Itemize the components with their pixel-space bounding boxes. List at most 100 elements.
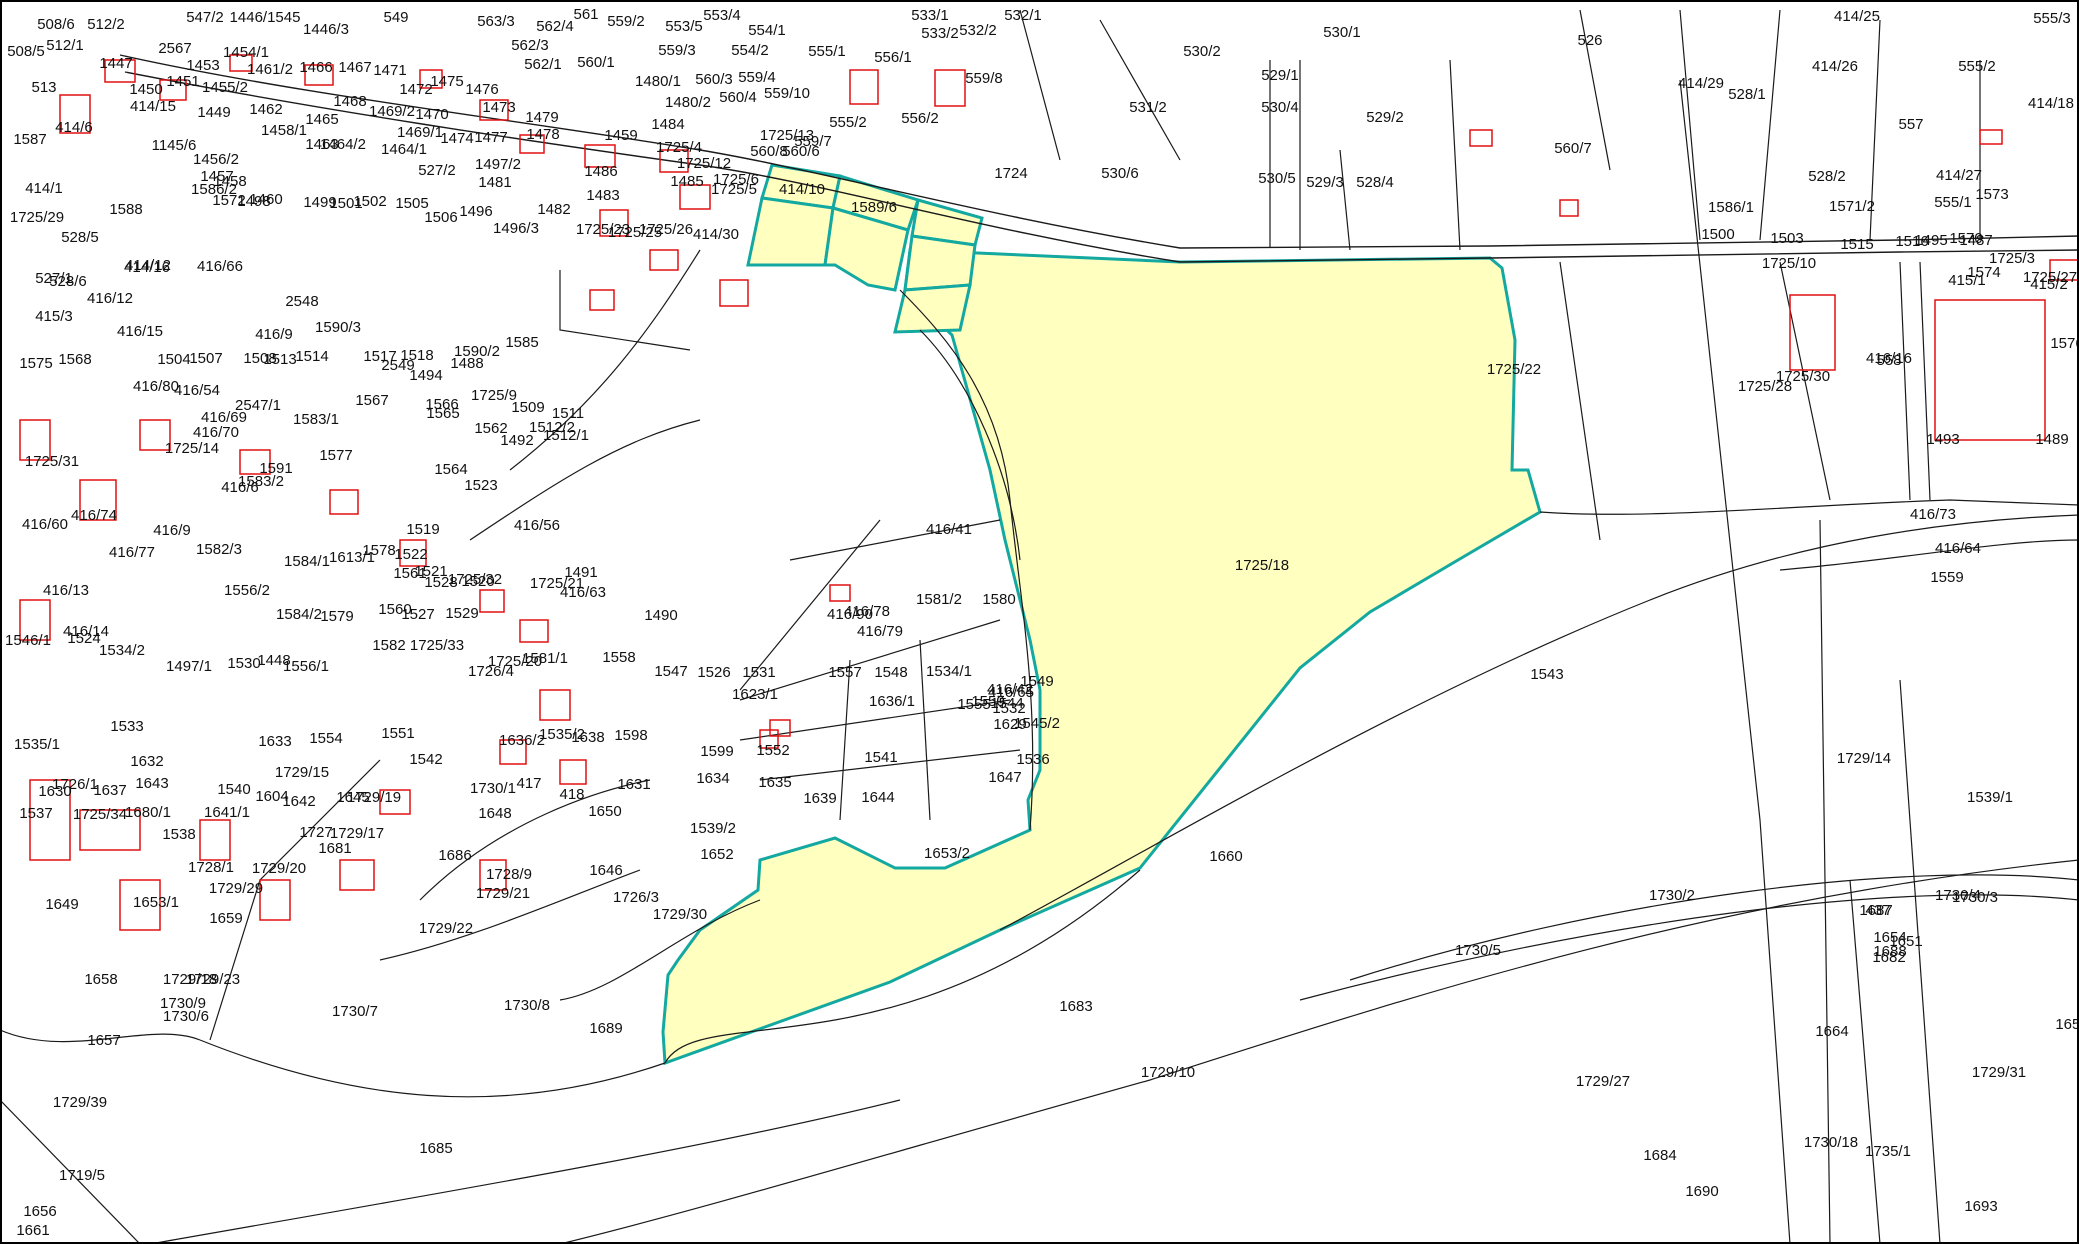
parcel-label[interactable]: 1725/13 xyxy=(760,127,814,144)
parcel-label[interactable]: 1689 xyxy=(589,1020,622,1037)
parcel-label[interactable]: 416/56 xyxy=(514,517,560,534)
parcel-label[interactable]: 1729/22 xyxy=(419,920,473,937)
parcel-label[interactable]: 1565 xyxy=(426,405,459,422)
parcel-label[interactable]: 560/1 xyxy=(577,54,615,71)
parcel-label[interactable]: 1524 xyxy=(67,630,100,647)
parcel-label[interactable]: 1535/2 xyxy=(539,726,585,743)
parcel-label[interactable]: 1511 xyxy=(552,405,584,422)
parcel-label[interactable]: 1725/25 xyxy=(608,224,662,241)
parcel-label[interactable]: 1725/6 xyxy=(713,171,759,188)
parcel-1725-28[interactable] xyxy=(823,206,910,292)
parcel-label[interactable]: 1576 xyxy=(2050,335,2079,352)
parcel-label[interactable]: 549 xyxy=(383,9,408,26)
parcel-label[interactable]: 1725/31 xyxy=(25,453,79,470)
parcel-label[interactable]: 416/6 xyxy=(221,479,259,496)
parcel-label[interactable]: 532/1 xyxy=(1004,7,1042,24)
parcel-label[interactable]: 1541 xyxy=(864,749,897,766)
parcel-label[interactable]: 1729/31 xyxy=(1972,1064,2026,1081)
parcel-label[interactable]: 1729/30 xyxy=(653,906,707,923)
parcel-label[interactable]: 2567 xyxy=(158,40,191,57)
parcel-label[interactable]: 1561 xyxy=(393,565,426,582)
parcel-label[interactable]: 1641/1 xyxy=(204,804,250,821)
parcel-label[interactable]: 1613/1 xyxy=(329,549,375,566)
parcel-label[interactable]: 529/1 xyxy=(1261,67,1299,84)
parcel-label[interactable]: 1501 xyxy=(329,195,362,212)
parcel-1725-30[interactable] xyxy=(903,234,977,292)
parcel-label[interactable]: 1656 xyxy=(23,1203,56,1220)
parcel-label[interactable]: 527/1 xyxy=(35,270,73,287)
parcel-label[interactable]: 1573 xyxy=(1975,186,2008,203)
parcel-label[interactable]: 416/64 xyxy=(1935,540,1981,557)
parcel-label[interactable]: 1729/21 xyxy=(476,885,530,902)
parcel-label[interactable]: 558 xyxy=(1876,352,1901,369)
parcel-label[interactable]: 555/1 xyxy=(808,43,846,60)
parcel-label[interactable]: 416/77 xyxy=(109,544,155,561)
parcel-1725-34[interactable] xyxy=(661,248,1542,1066)
parcel-label[interactable]: 1629 xyxy=(993,716,1026,733)
parcel-label[interactable]: 556/2 xyxy=(901,110,939,127)
parcel-label[interactable]: 1535/1 xyxy=(14,736,60,753)
parcel-label[interactable]: 1729/10 xyxy=(1141,1064,1195,1081)
parcel-label[interactable]: 1512/1 xyxy=(543,427,589,444)
parcel-label[interactable]: 1623/1 xyxy=(732,686,778,703)
parcel-label[interactable]: 1651 xyxy=(1889,933,1922,950)
parcel-label[interactable]: 560/8 xyxy=(750,143,788,160)
parcel-label[interactable]: 1591 xyxy=(259,460,292,477)
parcel-label[interactable]: 1491 xyxy=(564,564,597,581)
parcel-label[interactable]: 1653/2 xyxy=(924,845,970,862)
parcel-label[interactable]: 1571/2 xyxy=(1829,198,1875,215)
parcel-label[interactable]: 1725/20 xyxy=(488,653,542,670)
parcel-label[interactable]: 1499 xyxy=(303,194,336,211)
parcel-label[interactable]: 1478 xyxy=(526,126,559,143)
parcel-label[interactable]: 1476 xyxy=(465,81,498,98)
parcel-label[interactable]: 1729/17 xyxy=(330,825,384,842)
parcel-label[interactable]: 1729/19 xyxy=(347,789,401,806)
parcel-label[interactable]: 1578 xyxy=(362,542,395,559)
parcel-label[interactable]: 1490 xyxy=(644,607,677,624)
parcel-label[interactable]: 1462 xyxy=(249,101,282,118)
parcel-label[interactable]: 1536 xyxy=(1016,751,1049,768)
parcel-label[interactable]: 554/2 xyxy=(731,42,769,59)
parcel-1725-31[interactable] xyxy=(893,283,972,334)
parcel-label[interactable]: 417 xyxy=(516,775,541,792)
parcel-label[interactable]: 1502 xyxy=(353,193,386,210)
parcel-label[interactable]: 1471 xyxy=(373,62,406,79)
parcel-label[interactable]: 1686 xyxy=(438,847,471,864)
parcel-label[interactable]: 1664 xyxy=(1815,1023,1848,1040)
parcel-label[interactable]: 1544 xyxy=(990,695,1023,712)
parcel-label[interactable]: 1730/18 xyxy=(1804,1134,1858,1151)
parcel-label[interactable]: 1458 xyxy=(213,173,246,190)
parcel-label[interactable]: 414/25 xyxy=(1834,8,1880,25)
parcel-label[interactable]: 530/5 xyxy=(1258,170,1296,187)
parcel-label[interactable]: 1661 xyxy=(16,1222,49,1239)
parcel-label[interactable]: 1730/6 xyxy=(163,1008,209,1025)
parcel-label[interactable]: 560/3 xyxy=(695,71,733,88)
parcel-label[interactable]: 1582/3 xyxy=(196,541,242,558)
parcel-label[interactable]: 1521 xyxy=(414,563,447,580)
parcel-label[interactable]: 1726/3 xyxy=(613,889,659,906)
parcel-label[interactable]: 414/29 xyxy=(1678,75,1724,92)
parcel-label[interactable]: 1581/1 xyxy=(522,650,568,667)
parcel-label[interactable]: 1555 xyxy=(957,696,990,713)
parcel-label[interactable]: 414/12 xyxy=(125,257,171,274)
parcel-label[interactable]: 1729/20 xyxy=(252,860,306,877)
parcel-label[interactable]: 414/27 xyxy=(1936,167,1982,184)
parcel-label[interactable]: 1534/1 xyxy=(926,663,972,680)
parcel-label[interactable]: 1539/2 xyxy=(690,820,736,837)
parcel-label[interactable]: 1642 xyxy=(282,793,315,810)
parcel-label[interactable]: 1459 xyxy=(604,127,637,144)
parcel-label[interactable]: 1658 xyxy=(84,971,117,988)
parcel-label[interactable]: 1550 xyxy=(971,693,1004,710)
parcel-label[interactable]: 1495 xyxy=(1914,232,1947,249)
parcel-label[interactable]: 1725/14 xyxy=(165,440,219,457)
parcel-label[interactable]: 1725/30 xyxy=(1776,368,1830,385)
parcel-label[interactable]: 1546/1 xyxy=(5,632,51,649)
parcel-label[interactable]: 1728/9 xyxy=(486,866,532,883)
parcel-label[interactable]: 416/74 xyxy=(71,507,117,524)
parcel-label[interactable]: 1660 xyxy=(1209,848,1242,865)
parcel-label[interactable]: 1516 xyxy=(1895,233,1928,250)
parcel-label[interactable]: 559/2 xyxy=(607,13,645,30)
parcel-label[interactable]: 1725/18 xyxy=(1235,557,1289,574)
parcel-label[interactable]: 1688 xyxy=(1873,943,1906,960)
parcel-label[interactable]: 1517 xyxy=(363,348,396,365)
